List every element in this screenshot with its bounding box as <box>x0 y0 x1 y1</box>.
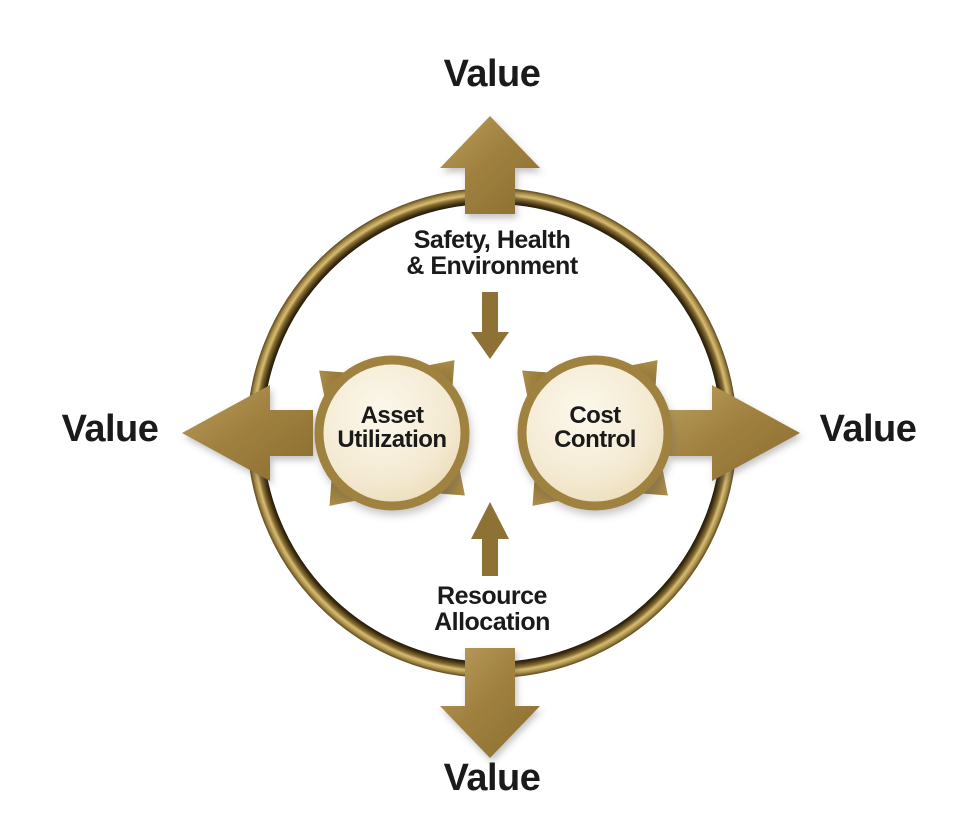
safety-health-environment-label: Safety, Health & Environment <box>406 226 578 280</box>
cost-control-circle <box>517 355 673 511</box>
cost-control-node <box>517 355 673 511</box>
arrow-up-icon <box>440 116 540 214</box>
asset-utilization-node <box>314 355 470 511</box>
arrow-left-icon <box>182 385 313 481</box>
small-arrow-up-icon <box>471 502 509 576</box>
resource-allocation-label: Resource Allocation <box>434 582 550 636</box>
value-label-left: Value <box>61 408 159 450</box>
cost-control-label: Cost Control <box>554 402 636 453</box>
asset-utilization-label: Asset Utilization <box>337 402 447 453</box>
arrow-down-icon <box>440 648 540 758</box>
arrow-right-icon <box>669 385 800 481</box>
value-label-top: Value <box>443 53 541 95</box>
small-arrow-down-icon <box>471 292 509 359</box>
value-label-bottom: Value <box>443 757 541 799</box>
asset-utilization-circle <box>314 355 470 511</box>
value-label-right: Value <box>819 408 917 450</box>
